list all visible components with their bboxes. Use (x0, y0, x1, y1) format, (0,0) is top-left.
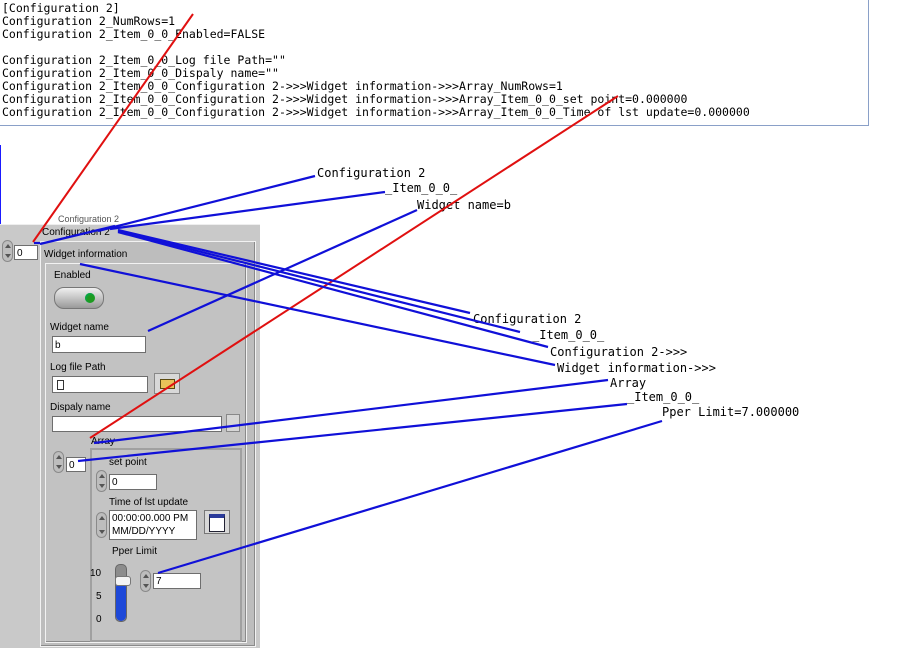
array-element-cluster: set point 0 Time of lst update 00:00:00.… (90, 448, 242, 642)
ini-line: [Configuration 2] (2, 1, 120, 15)
calendar-icon (209, 514, 225, 532)
blue-mapping-line (97, 174, 316, 233)
widget-name-label: Widget name (50, 322, 109, 333)
slider-fill (116, 581, 126, 621)
log-path-field[interactable] (52, 376, 148, 393)
browse-folder-button[interactable] (154, 373, 180, 394)
path-icon (57, 380, 64, 390)
ini-line: Configuration 2_Item_0_0_Enabled=FALSE (2, 27, 266, 41)
display-name-field[interactable] (52, 416, 222, 432)
time-value: 00:00:00.000 PM (112, 513, 189, 524)
time-spinner[interactable] (96, 512, 107, 538)
display-name-label: Dispaly name (50, 402, 111, 413)
upper-limit-label: Pper Limit (112, 546, 158, 557)
annotation-label: Widget information->>> (557, 361, 716, 375)
widget-info-label: Widget information (44, 249, 128, 260)
slider-thumb[interactable] (115, 575, 131, 586)
slider-tick-label: 0 (96, 614, 102, 625)
annotation-label: Widget name=b (417, 198, 511, 212)
enabled-label: Enabled (54, 270, 91, 281)
slider-tick-label: 5 (96, 591, 102, 602)
upper-limit-field[interactable]: 7 (153, 573, 201, 589)
annotation-label: Pper Limit=7.000000 (662, 405, 800, 419)
array-index-field[interactable]: 0 (66, 457, 86, 472)
time-field[interactable]: 00:00:00.000 PM MM/DD/YYYY (109, 510, 197, 540)
partial-label: Configuration 2 (58, 214, 120, 224)
toggle-indicator-icon (85, 293, 95, 303)
date-format: MM/DD/YYYY (112, 526, 176, 537)
calendar-button[interactable] (204, 510, 230, 534)
widget-name-field[interactable]: b (52, 336, 146, 353)
array-index-spinner[interactable] (53, 451, 64, 473)
annotation-label: _Item_0_0_ (385, 181, 458, 195)
set-point-label: set point (109, 457, 147, 468)
outer-index-spinner[interactable] (2, 240, 13, 262)
display-name-scrollbar[interactable] (226, 414, 240, 432)
annotation-label: Configuration 2 (317, 166, 426, 180)
upper-limit-slider[interactable] (115, 564, 131, 622)
set-point-spinner[interactable] (96, 470, 107, 492)
ini-text-pane[interactable]: [Configuration 2] Configuration 2_NumRow… (0, 0, 869, 126)
outer-index-field[interactable]: 0 (14, 245, 38, 260)
ini-line: Configuration 2_Item_0_0_Configuration 2… (2, 105, 750, 119)
time-label: Time of lst update (109, 497, 189, 508)
annotation-label: Array (610, 376, 647, 390)
log-path-label: Log file Path (50, 362, 106, 373)
cluster-label: Configuration 2 (42, 227, 110, 238)
enabled-toggle[interactable] (54, 287, 104, 309)
front-panel: Configuration 2 Configuration 2 0 Widget… (0, 214, 260, 648)
annotation-label: _Item_0_0_ (532, 328, 605, 342)
array-label: Array (91, 436, 115, 447)
annotation-label: Configuration 2 (473, 312, 582, 326)
upper-limit-spinner[interactable] (140, 570, 151, 592)
window-edge (0, 145, 1, 227)
slider-tick-label: 10 (90, 568, 102, 579)
annotation-label: _Item_0_0_ (627, 390, 700, 404)
configuration-cluster: Widget information Enabled Widget name b… (40, 241, 256, 647)
widget-info-cluster: Enabled Widget name b Log file Path Disp… (45, 263, 247, 643)
folder-icon (160, 379, 175, 389)
annotation-label: Configuration 2->>> (550, 345, 688, 359)
set-point-field[interactable]: 0 (109, 474, 157, 490)
